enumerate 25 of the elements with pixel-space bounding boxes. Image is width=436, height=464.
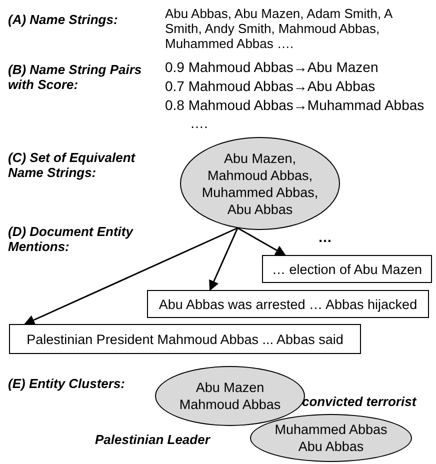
score-pair-text: 0.7 Mahmoud Abbas→Abu Abbas (165, 77, 376, 95)
ellipsis-text: … (318, 228, 332, 246)
arrow (24, 227, 238, 325)
node-text: Abu Abbas was arrested … Abbas hijacked (158, 296, 418, 312)
mention-box (147, 290, 429, 318)
mention-box (9, 324, 361, 354)
name-list-text: Abu Abbas, Abu Mazen, Adam Smith, A Smith, Andy Smith, Mahmoud Abbas, Muhammed Abbas …. (165, 6, 394, 51)
score-pair-text: 0.9 Mahmoud Abbas→Abu Mazen (165, 58, 378, 76)
node-text: Abu Mazen, Mahmoud Abbas, Muhammed Abbas, Abu Abbas (200, 150, 320, 218)
cluster-caption: convicted terrorist (302, 394, 416, 409)
mention-box (262, 255, 432, 283)
node-text: Palestinian President Mahmoud Abbas ... Abbas said (26, 330, 344, 348)
node-text: Muhammed Abbas Abu Abbas (274, 421, 388, 455)
node-text: Abu Mazen Mahmoud Abbas (178, 379, 282, 413)
score-pair-text: 0.8 Mahmoud Abbas→Muhammad Abbas (165, 96, 424, 114)
section-heading: (B) Name String Pairs with Score: (8, 62, 143, 92)
cluster-caption: Palestinian Leader (95, 432, 210, 447)
section-heading: (C) Set of Equivalent Name Strings: (8, 150, 136, 180)
arrow (237, 227, 286, 256)
section-heading: (E) Entity Clusters: (8, 376, 126, 391)
section-heading: (A) Name Strings: (8, 12, 119, 27)
section-heading: (D) Document Entity Mentions: (8, 224, 134, 254)
arrow (209, 228, 238, 291)
node-text: … election of Abu Mazen (272, 260, 422, 278)
ellipsis-text: …. (190, 114, 208, 132)
